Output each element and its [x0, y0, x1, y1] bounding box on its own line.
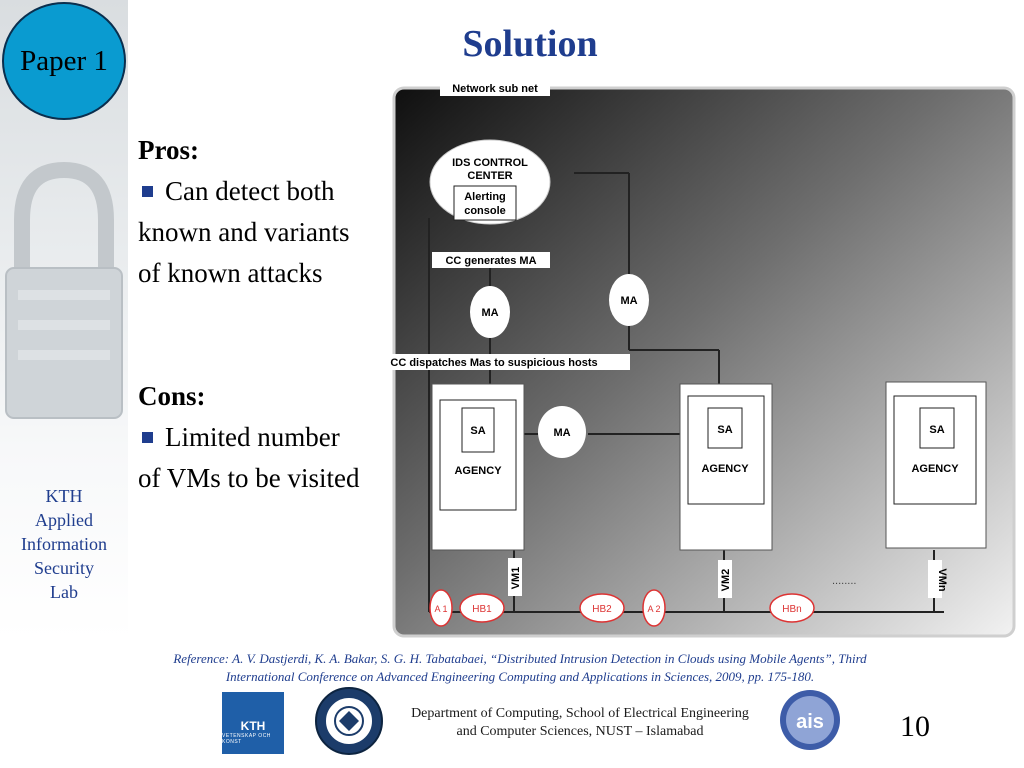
control-center-label: IDS CONTROL: [452, 157, 528, 169]
sa-label: SA: [470, 425, 485, 437]
cc-generates-label-box: [432, 252, 550, 268]
slide-title: Solution: [462, 23, 598, 65]
agency-label: AGENCY: [454, 465, 502, 477]
pros-section: Pros: Can detect both known and variants…: [138, 130, 368, 294]
heartbeat-node: [769, 593, 815, 623]
sa-box: [919, 407, 955, 449]
ellipsis-label: ........: [832, 575, 856, 587]
heartbeat-node: [459, 593, 505, 623]
lab-line: KTH: [45, 486, 83, 506]
kth-logo: KTH VETENSKAP OCH KONST: [222, 692, 284, 754]
architecture-diagram: Network sub net IDS CONTROL CENTER Alert…: [364, 80, 1016, 638]
analyzer-label: A 2: [647, 604, 660, 614]
reference-line: Reference: A. V. Dastjerdi, K. A. Bakar,…: [173, 651, 867, 666]
vm-label: VM2: [720, 569, 732, 592]
department-text: Department of Computing, School of Elect…: [411, 706, 749, 739]
kth-logo-text: KTH: [240, 719, 266, 733]
network-subnet-label-box: [440, 80, 550, 96]
cons-item-text: Limited number of VMs to be visited: [138, 422, 360, 493]
analyzer-node: [642, 589, 666, 627]
vm-label: VM1: [510, 567, 522, 590]
vm-label: VMn: [936, 568, 948, 592]
sa-label: SA: [717, 424, 732, 436]
sa-box: [707, 407, 743, 449]
ais-logo-text: ais: [796, 711, 824, 733]
vm-host-2: SA AGENCY: [679, 383, 773, 551]
cons-item: Limited number of VMs to be visited: [138, 417, 368, 499]
reference-citation: Reference: A. V. Dastjerdi, K. A. Bakar,…: [80, 650, 960, 686]
lab-line: Lab: [50, 582, 78, 602]
cons-section: Cons: Limited number of VMs to be visite…: [138, 376, 368, 499]
pros-item: Can detect both known and variants of kn…: [138, 171, 368, 294]
cc-dispatches-label: CC dispatches Mas to suspicious hosts: [390, 357, 597, 369]
padlock-image: [5, 161, 123, 419]
pros-heading: Pros:: [138, 135, 199, 165]
mobile-agent-node: [538, 406, 586, 458]
kth-logo-subtext: VETENSKAP OCH KONST: [222, 733, 271, 745]
heartbeat-label: HBn: [782, 604, 801, 615]
analyzer-node: [429, 589, 453, 627]
cc-dispatches-label-box: [364, 354, 630, 370]
page-number: 10: [900, 710, 930, 743]
sa-label: SA: [929, 424, 944, 436]
vm-host-1: SA AGENCY: [431, 383, 525, 551]
heartbeat-label: HB1: [472, 604, 492, 615]
mobile-agent-label: MA: [620, 295, 637, 307]
heartbeat-node: [579, 593, 625, 623]
lab-name: KTH Applied Information Security Lab: [4, 484, 124, 604]
paper-badge: Paper 1: [2, 2, 126, 120]
vm-host-n: SA AGENCY: [885, 381, 987, 549]
cons-heading: Cons:: [138, 381, 206, 411]
cc-generates-label: CC generates MA: [445, 255, 536, 267]
square-bullet-icon: [142, 432, 153, 444]
lab-line: Security: [34, 558, 94, 578]
lab-line: Applied: [35, 510, 93, 530]
nust-logo: [315, 687, 383, 755]
mobile-agent-node: [470, 286, 510, 338]
agency-label: AGENCY: [911, 463, 959, 475]
pros-item-text: Can detect both known and variants of kn…: [138, 176, 350, 288]
heartbeat-label: HB2: [592, 604, 612, 615]
alerting-console-box: [453, 185, 517, 221]
mobile-agent-label: MA: [481, 307, 498, 319]
sa-box: [461, 407, 495, 453]
square-bullet-icon: [142, 186, 153, 198]
agency-label: AGENCY: [701, 463, 749, 475]
control-center-label: CENTER: [467, 170, 512, 182]
ais-logo: ais: [780, 690, 840, 750]
reference-line: International Conference on Advanced Eng…: [225, 669, 815, 684]
alerting-console-label: Alerting: [464, 191, 506, 203]
mobile-agent-node: [609, 274, 649, 326]
alerting-console-label: console: [464, 205, 506, 217]
network-subnet-label: Network sub net: [452, 83, 538, 95]
mobile-agent-label: MA: [553, 427, 570, 439]
analyzer-label: A 1: [434, 604, 447, 614]
lab-line: Information: [21, 534, 107, 554]
